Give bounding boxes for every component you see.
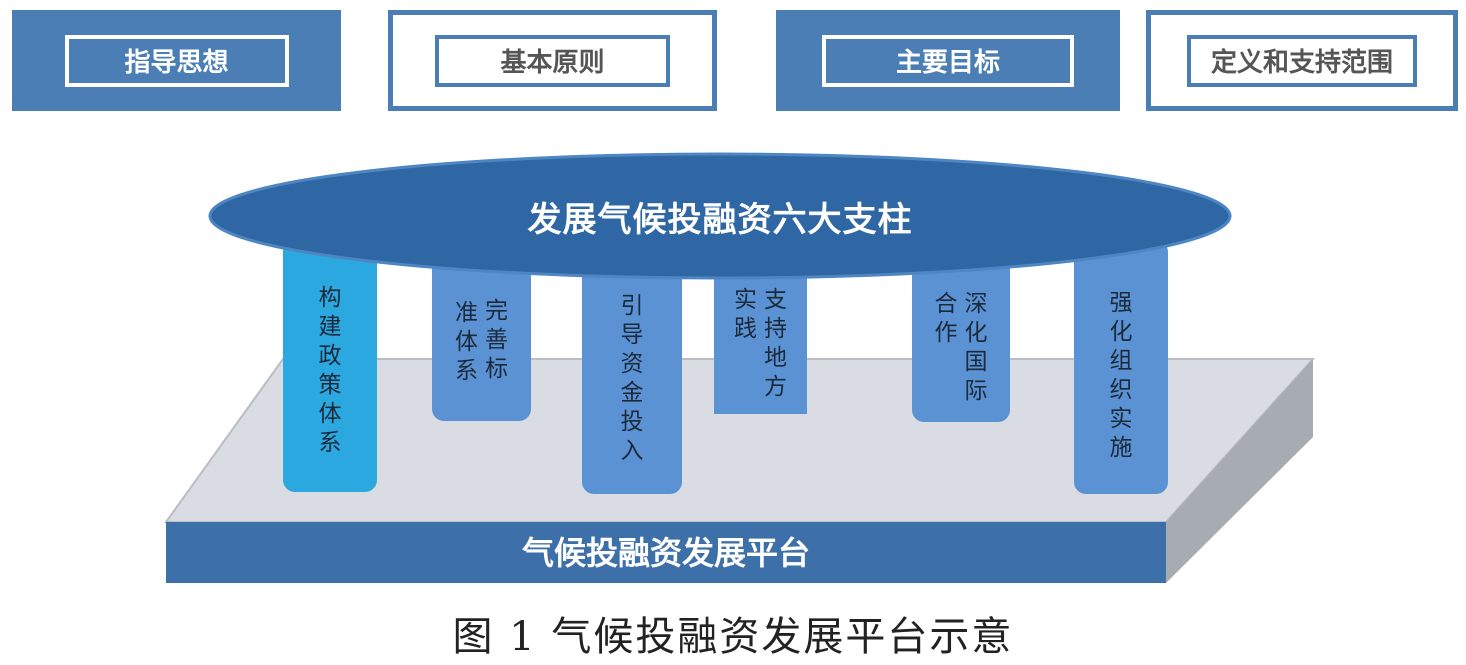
pillar-2 bbox=[432, 240, 531, 421]
pillar-3-text: 引导资金投入 bbox=[582, 292, 682, 466]
platform-side-face bbox=[1166, 359, 1313, 583]
pillar-5 bbox=[912, 240, 1010, 422]
top-box-basic-principles: 基本原则 bbox=[388, 10, 717, 111]
top-box-guiding-ideology-label: 指导思想 bbox=[64, 34, 289, 87]
pillar-4-label-left: 实践 bbox=[734, 287, 757, 342]
top-box-definition-scope-label: 定义和支持范围 bbox=[1187, 34, 1417, 87]
pillar-3 bbox=[582, 240, 682, 494]
pillar-5-text: 深化国际 合作 bbox=[912, 290, 1010, 406]
pillar-1 bbox=[283, 240, 377, 492]
pillar-1-label: 构建政策体系 bbox=[318, 285, 342, 456]
pillar-5-label-left: 合作 bbox=[934, 291, 958, 346]
pillar-5-label-right: 深化国际 bbox=[964, 291, 988, 404]
top-box-guiding-ideology: 指导思想 bbox=[12, 10, 341, 111]
top-box-main-goals: 主要目标 bbox=[776, 10, 1120, 111]
ellipse-title: 发展气候投融资六大支柱 bbox=[527, 199, 913, 240]
pillar-2-label-left: 准体系 bbox=[455, 300, 478, 384]
pillar-2-text: 完善标 准体系 bbox=[432, 297, 531, 386]
pillars-ellipse bbox=[208, 152, 1232, 280]
pillar-1-text: 构建政策体系 bbox=[283, 284, 377, 458]
pillar-6 bbox=[1074, 240, 1168, 494]
pillar-4-label-right: 支持地方 bbox=[764, 287, 787, 400]
top-box-basic-principles-label: 基本原则 bbox=[435, 34, 670, 87]
pillar-2-label-right: 完善标 bbox=[485, 298, 508, 382]
pillar-4-text: 支持地方 实践 bbox=[714, 286, 807, 402]
pillar-6-label: 强化组织实施 bbox=[1109, 290, 1133, 461]
figure-caption: 图 1 气候投融资发展平台示意 bbox=[452, 614, 1014, 660]
platform-title: 气候投融资发展平台 bbox=[521, 534, 810, 572]
pillar-3-label: 引导资金投入 bbox=[620, 293, 644, 464]
top-box-definition-scope: 定义和支持范围 bbox=[1146, 10, 1458, 111]
top-box-main-goals-label: 主要目标 bbox=[822, 34, 1074, 87]
platform-front-face bbox=[166, 522, 1166, 583]
pillar-6-text: 强化组织实施 bbox=[1074, 289, 1168, 463]
